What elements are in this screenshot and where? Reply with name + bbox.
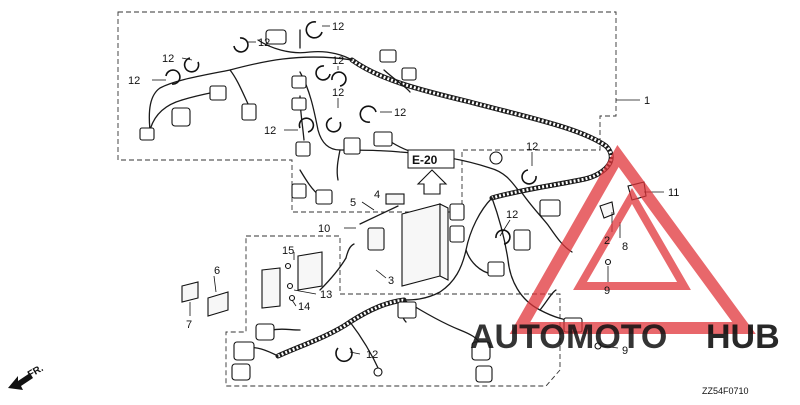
- connector: [291, 183, 307, 199]
- callout-5: 5: [350, 197, 356, 209]
- reference-box-label: E-20: [412, 153, 438, 167]
- lower-harness-outline: [225, 235, 561, 387]
- connector: [295, 141, 311, 157]
- front-direction-arrow: FR.: [8, 363, 46, 390]
- callout-12: 12: [332, 55, 344, 67]
- callout-10: 10: [318, 223, 330, 235]
- connector: [475, 365, 493, 383]
- automotohub-watermark: AUTO MOTO HUB: [470, 144, 780, 356]
- connector: [233, 341, 255, 361]
- watermark-triangle-icon: [509, 144, 756, 334]
- callout-12: 12: [162, 53, 174, 65]
- e20-reference: [407, 149, 455, 195]
- callout-12: 12: [526, 141, 538, 153]
- callout-12: 12: [366, 349, 378, 361]
- connector: [373, 131, 393, 147]
- callout-12: 12: [264, 125, 276, 137]
- callout-2: 2: [604, 235, 610, 247]
- connector: [241, 103, 257, 121]
- connector: [265, 29, 287, 45]
- callout-12: 12: [332, 87, 344, 99]
- connector: [487, 261, 505, 277]
- connector: [449, 225, 465, 243]
- callout-11: 11: [668, 187, 679, 199]
- connector: [343, 137, 361, 155]
- connector: [379, 49, 397, 63]
- callout-12: 12: [506, 209, 518, 221]
- callout-4: 4: [374, 189, 380, 201]
- callout-12: 12: [128, 75, 140, 87]
- callout-13: 13: [320, 289, 332, 301]
- control-unit: [359, 193, 449, 287]
- connector: [513, 229, 531, 251]
- callout-3: 3: [388, 275, 394, 287]
- callout-15: 15: [282, 245, 294, 257]
- callout-8: 8: [622, 241, 628, 253]
- connector: [471, 341, 491, 361]
- connector: [139, 127, 155, 141]
- connector: [401, 67, 417, 81]
- connector: [449, 203, 465, 221]
- front-label: FR.: [26, 363, 46, 381]
- connector: [291, 97, 307, 111]
- upper-harness-outline: [117, 11, 617, 213]
- connector: [231, 363, 251, 381]
- callout-12: 12: [394, 107, 406, 119]
- callout-12: 12: [332, 21, 344, 33]
- connector: [373, 367, 383, 377]
- watermark-word-auto: AUTO: [470, 318, 566, 356]
- connector: [171, 107, 191, 127]
- harness-clips: [165, 21, 537, 363]
- connector: [209, 85, 227, 101]
- callout-6: 6: [214, 265, 220, 277]
- callout-7: 7: [186, 319, 192, 331]
- watermark-word-moto: MOTO: [566, 318, 667, 356]
- connector: [255, 323, 275, 341]
- connector: [489, 151, 503, 165]
- callout-1: 1: [644, 95, 650, 107]
- callout-9: 9: [622, 345, 628, 357]
- callout-numbers: 12 12 12 12 12 12 12 12 12 12 12 1 2 3 4…: [128, 21, 679, 361]
- watermark-word-hub: HUB: [706, 318, 780, 356]
- connector: [539, 199, 561, 217]
- callout-12: 12: [258, 37, 270, 49]
- connector: [397, 301, 417, 319]
- connector: [315, 189, 333, 205]
- callout-14: 14: [298, 301, 310, 313]
- part-code: ZZ54F0710: [702, 386, 749, 396]
- callout-9: 9: [604, 285, 610, 297]
- connector: [291, 75, 307, 89]
